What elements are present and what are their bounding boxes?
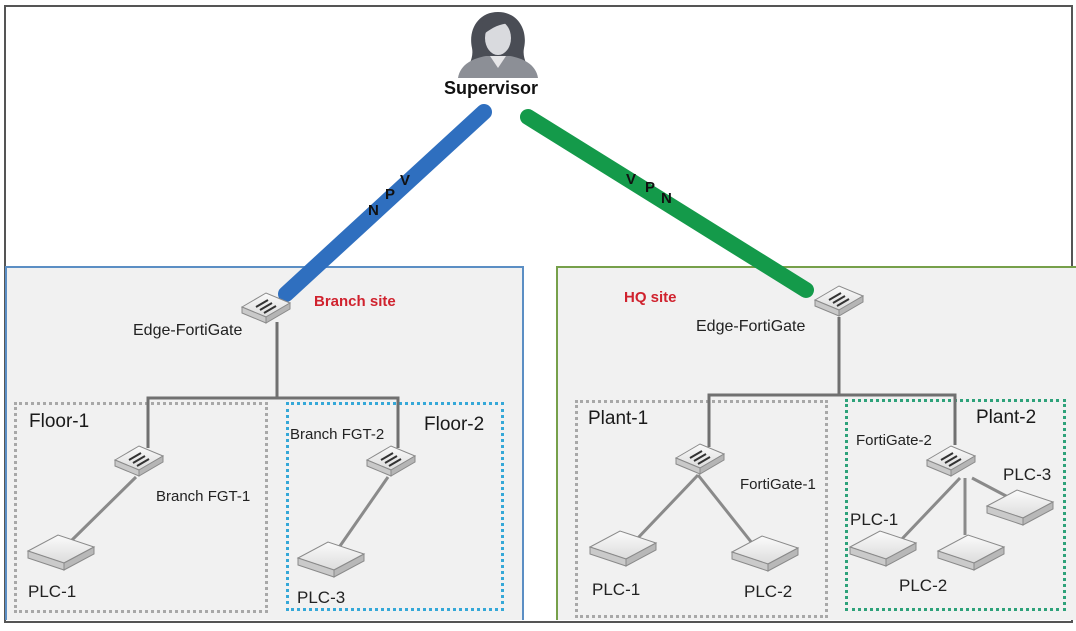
fortigate-2-label: FortiGate-2	[856, 432, 932, 449]
floor-2-zone	[286, 402, 504, 611]
plant-2-plc-2-icon[interactable]	[937, 534, 1005, 571]
fortigate-2-icon[interactable]	[926, 445, 976, 477]
hq-vpn-letter: N	[661, 190, 672, 207]
supervisor-label: Supervisor	[444, 78, 539, 98]
branch-plc-1-icon[interactable]	[27, 534, 95, 571]
plant-1-zone	[575, 400, 828, 618]
hq-edge-fortigate-label: Edge-FortiGate	[696, 318, 806, 335]
user-icon[interactable]	[458, 12, 538, 78]
floor-2-label: Floor-2	[424, 414, 485, 435]
branch-fgt-2-label: Branch FGT-2	[290, 426, 385, 443]
plant-1-label: Plant-1	[588, 408, 649, 429]
plant-1-plc-2-icon[interactable]	[731, 535, 799, 572]
hq-vpn-letter: V	[626, 171, 637, 188]
floor-1-label: Floor-1	[29, 411, 90, 432]
branch-edge-fortigate-label: Edge-FortiGate	[133, 322, 243, 339]
plant-2-label: Plant-2	[976, 407, 1037, 428]
branch-plc-3-icon[interactable]	[297, 541, 365, 578]
hq-site-label: HQ site	[624, 289, 677, 306]
plant-2-plc-2-label: PLC-2	[899, 576, 948, 595]
plant-1-plc-1-label: PLC-1	[592, 580, 641, 599]
branch-site-area	[5, 266, 524, 620]
plant-2-plc-1-label: PLC-1	[850, 510, 899, 529]
branch-plc-1-label: PLC-1	[28, 582, 77, 601]
branch-fgt-2-icon[interactable]	[366, 445, 416, 477]
fortigate-1-label: FortiGate-1	[740, 476, 816, 493]
plant-2-plc-3-icon[interactable]	[986, 489, 1054, 526]
hq-edge-fortigate-icon[interactable]	[814, 285, 864, 317]
branch-vpn-letter: N	[368, 202, 379, 219]
branch-vpn-letter: V	[400, 172, 411, 189]
hq-vpn-letter: P	[645, 179, 656, 196]
floor-1-zone	[14, 402, 268, 613]
plant-1-plc-2-label: PLC-2	[744, 582, 793, 601]
branch-vpn-letter: P	[385, 186, 396, 203]
plant-2-plc-3-label: PLC-3	[1003, 465, 1052, 484]
fortigate-1-icon[interactable]	[675, 443, 725, 475]
hq-vpn-link	[520, 109, 814, 298]
branch-site-label: Branch site	[314, 293, 396, 310]
plant-1-plc-1-icon[interactable]	[589, 530, 657, 567]
branch-fgt-1-icon[interactable]	[114, 445, 164, 477]
branch-fgt-1-label: Branch FGT-1	[156, 488, 251, 505]
branch-vpn-link	[278, 104, 492, 302]
branch-plc-3-label: PLC-3	[297, 588, 346, 607]
